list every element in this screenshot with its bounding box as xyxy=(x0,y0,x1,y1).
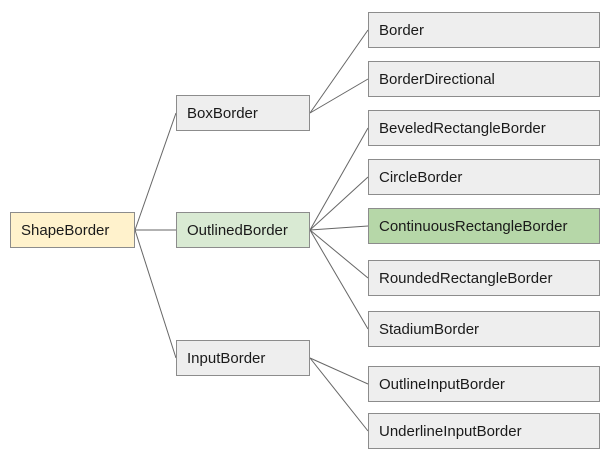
node-beveled-rectangle-border: BeveledRectangleBorder xyxy=(368,110,600,146)
edge-input-border-to-outline-input-border xyxy=(309,357,369,385)
edge-shape-border-to-input-border xyxy=(134,229,177,359)
node-outlined-border: OutlinedBorder xyxy=(176,212,310,248)
node-border-directional: BorderDirectional xyxy=(368,61,600,97)
edge-outlined-border-to-beveled-rectangle-border xyxy=(309,127,369,231)
node-stadium-border: StadiumBorder xyxy=(368,311,600,347)
edge-box-border-to-border xyxy=(309,29,369,114)
node-shape-border: ShapeBorder xyxy=(10,212,135,248)
edge-input-border-to-underline-input-border xyxy=(309,357,369,432)
edge-outlined-border-to-stadium-border xyxy=(309,229,369,330)
node-rounded-rectangle-border: RoundedRectangleBorder xyxy=(368,260,600,296)
node-box-border: BoxBorder xyxy=(176,95,310,131)
edge-outlined-border-to-continuous-rectangle-border xyxy=(309,225,369,231)
edge-box-border-to-border-directional xyxy=(309,78,369,114)
node-circle-border: CircleBorder xyxy=(368,159,600,195)
node-border: Border xyxy=(368,12,600,48)
edge-shape-border-to-box-border xyxy=(134,112,177,231)
node-input-border: InputBorder xyxy=(176,340,310,376)
node-underline-input-border: UnderlineInputBorder xyxy=(368,413,600,449)
node-continuous-rectangle-border: ContinuousRectangleBorder xyxy=(368,208,600,244)
edge-outlined-border-to-rounded-rectangle-border xyxy=(309,229,369,279)
edge-outlined-border-to-circle-border xyxy=(309,176,369,231)
node-outline-input-border: OutlineInputBorder xyxy=(368,366,600,402)
